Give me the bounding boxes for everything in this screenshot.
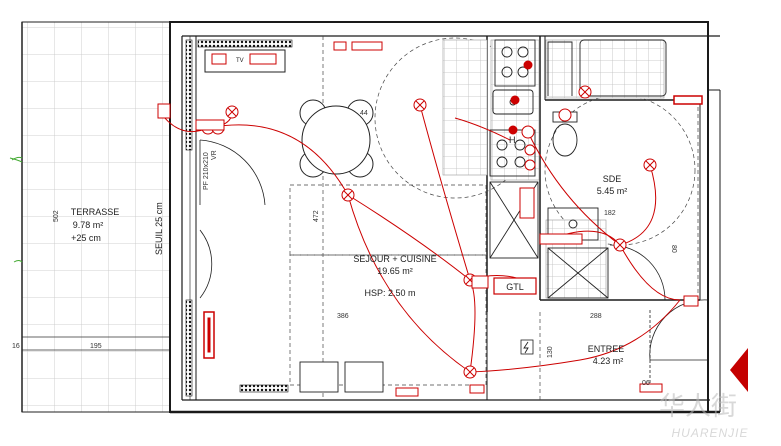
dim-386: 386 [337, 313, 349, 320]
watermark-cn: 华人街 [659, 391, 737, 421]
dim-130: 130 [547, 346, 554, 358]
entree-name: ENTREE [588, 344, 625, 354]
sink-kitchen [492, 89, 534, 115]
room-terrasse-label: TERRASSE 9.78 m² +25 cm [71, 207, 120, 243]
room-entree-label: ENTREE 4.23 m² [588, 344, 625, 366]
sejour-area: 19.65 m² [377, 266, 413, 276]
insulation-strips [185, 39, 293, 397]
tv-unit: TV [204, 49, 286, 73]
gtl-panel: GTL [493, 277, 537, 295]
seuil-label: SEUIL 25 cm [154, 202, 164, 255]
kitchen-tiling [442, 39, 665, 299]
dim-472: 472 [313, 210, 320, 222]
toilet [552, 123, 578, 157]
cabinet [489, 181, 539, 259]
door-pf-label: PF 210x210 [203, 152, 210, 190]
tv-label: TV [236, 58, 244, 64]
dim-288: 288 [590, 313, 602, 320]
bathtub [579, 39, 667, 97]
sejour-name: SEJOUR + CUISINE [353, 254, 436, 264]
terrasse-level: +25 cm [71, 233, 101, 243]
dim-182: 182 [604, 210, 616, 217]
dim-44: 44 [360, 110, 368, 117]
plant-icon [9, 156, 23, 263]
dimension-labels: 502 16 195 472 44 386 182 80 288 130 [12, 110, 677, 358]
door-vr-label: VR [211, 150, 218, 160]
next-arrow-icon[interactable] [730, 348, 748, 392]
dim-80: 80 [670, 245, 677, 253]
dim-16: 16 [12, 343, 20, 350]
door-entree-label: 06 [642, 380, 650, 387]
room-sde-label: SDE 5.45 m² [597, 174, 628, 196]
dim-195: 195 [90, 343, 102, 350]
electric-panel-icon [520, 339, 534, 355]
watermark: 华人街 HUARENJIE [659, 391, 748, 440]
doors [199, 139, 709, 390]
shower-tray [547, 247, 609, 299]
electric-sockets [157, 41, 703, 397]
gtl-label: GTL [506, 282, 524, 292]
sejour-height: HSP: 2.50 m [364, 288, 415, 298]
terrasse-name: TERRASSE [71, 207, 120, 217]
hob-top [494, 39, 536, 87]
room-sejour-label: SEJOUR + CUISINE 19.65 m² HSP: 2.50 m [353, 254, 436, 298]
sde-area: 5.45 m² [597, 186, 628, 196]
entree-area: 4.23 m² [593, 356, 624, 366]
watermark-en: HUARENJIE [671, 426, 748, 440]
kitchen-appliances [489, 39, 539, 259]
hob-h-label: H [509, 135, 516, 145]
terrasse-area [9, 21, 171, 413]
sde-name: SDE [603, 174, 622, 184]
low-furniture [299, 361, 384, 393]
terrasse-area: 9.78 m² [73, 220, 104, 230]
dim-502: 502 [53, 210, 60, 222]
